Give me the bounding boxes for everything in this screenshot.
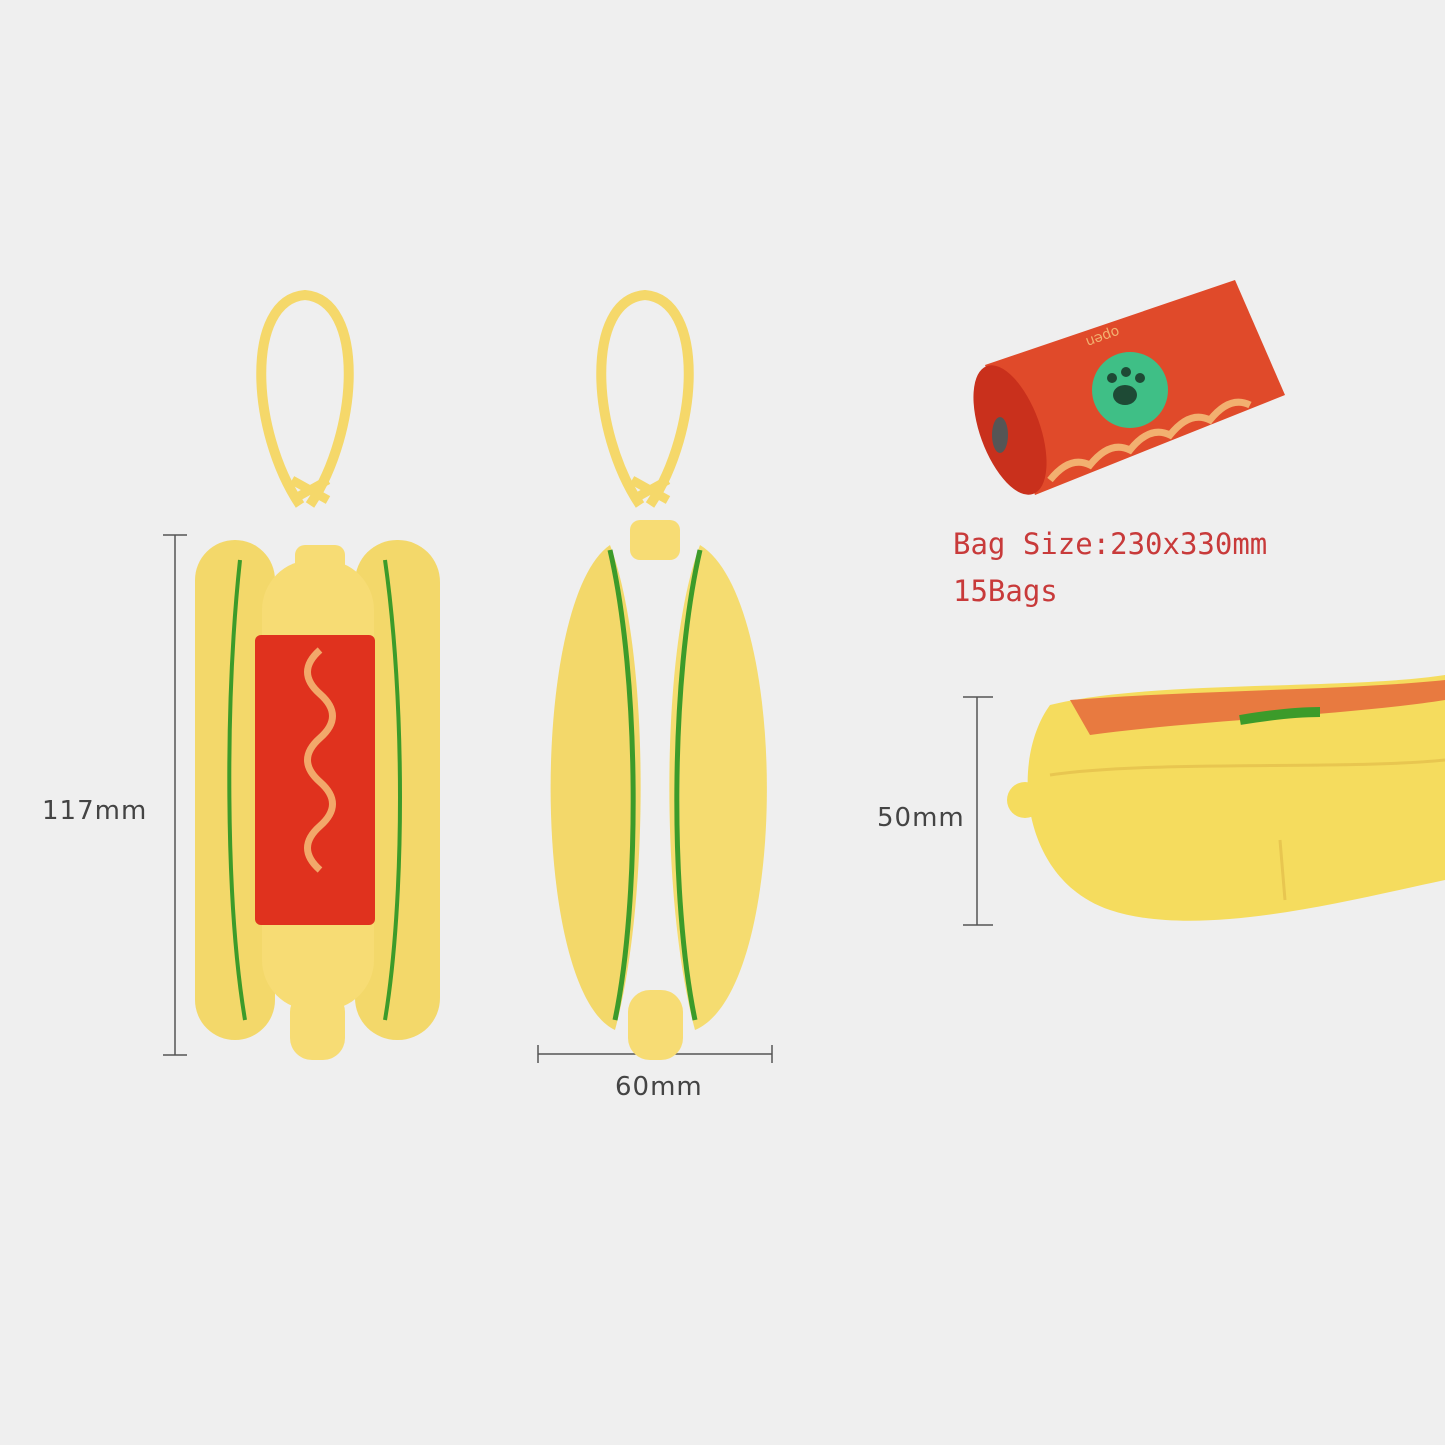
thickness-dimension-line	[963, 696, 993, 926]
clip-hook-icon	[256, 289, 354, 508]
thickness-label: 50mm	[877, 803, 965, 833]
side-view-dispenser	[550, 289, 767, 1060]
bag-count-label: 15Bags	[953, 574, 1058, 608]
height-dimension-line	[163, 534, 187, 1056]
width-label: 60mm	[615, 1072, 703, 1102]
top-view-dispenser	[1007, 675, 1445, 921]
bag-roll-image: open	[973, 280, 1285, 495]
height-label: 117mm	[42, 796, 148, 826]
bag-size-label: Bag Size:230x330mm	[953, 527, 1268, 561]
front-view-dispenser	[195, 289, 440, 1060]
